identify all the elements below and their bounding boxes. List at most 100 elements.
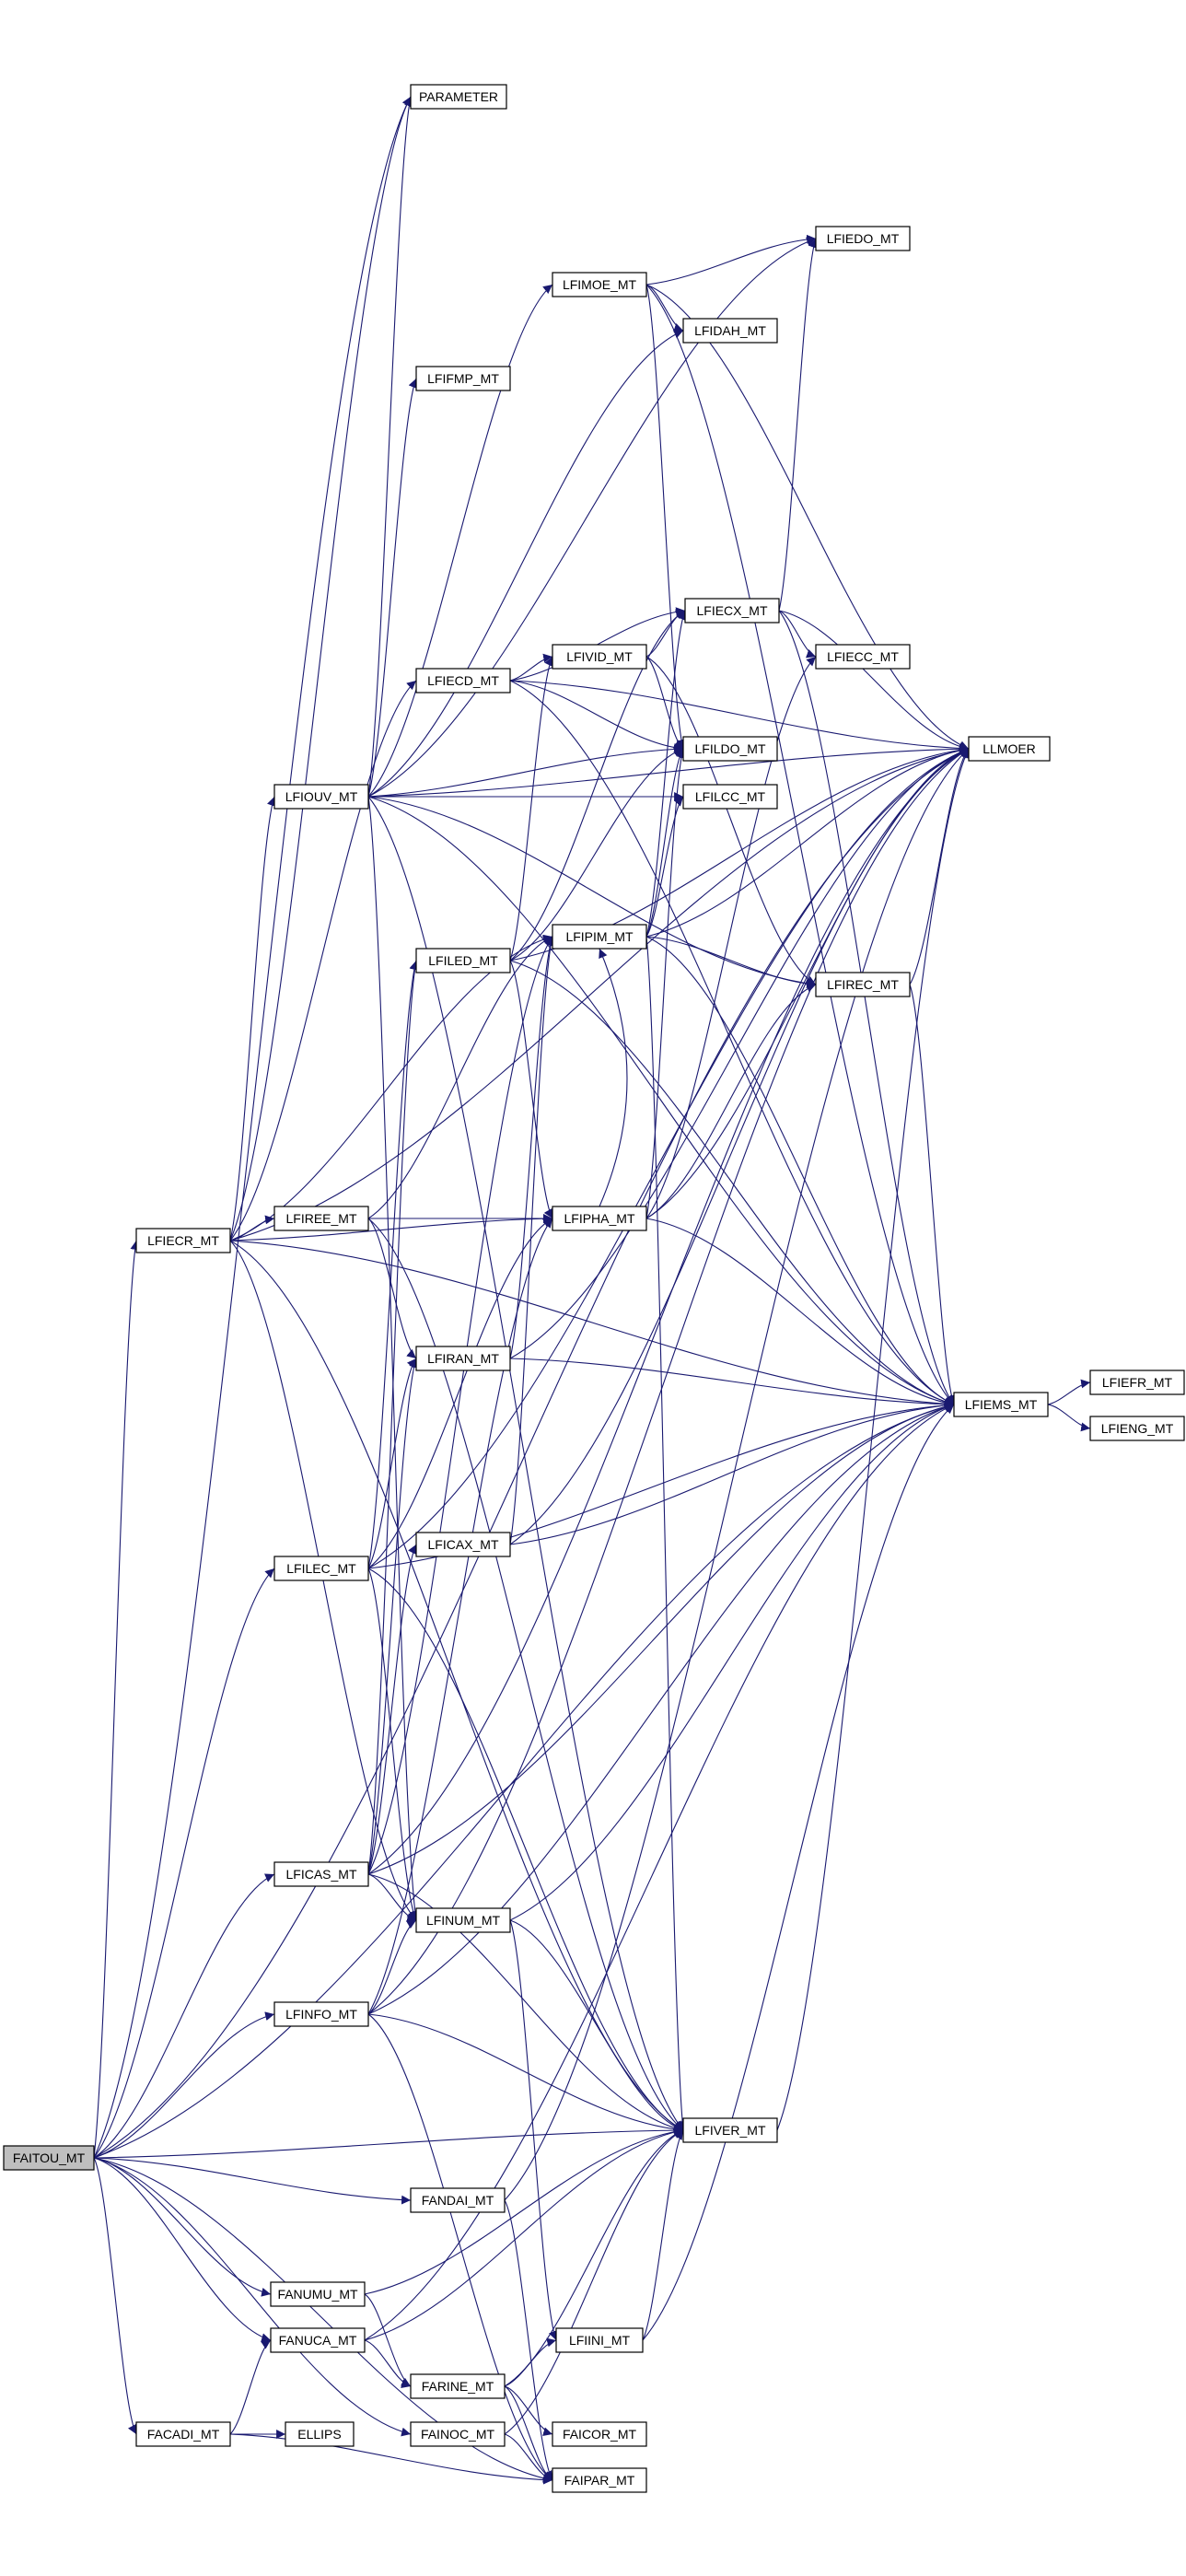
node-ellips[interactable]: ELLIPS	[285, 2421, 355, 2447]
node-lfiree-mt[interactable]: LFIREE_MT	[273, 1206, 369, 1231]
node-label: LFIECR_MT	[147, 1233, 219, 1248]
node-box	[415, 366, 511, 391]
node-lfifmp-mt[interactable]: LFIFMP_MT	[415, 366, 511, 391]
edge-lficas-mt-to-lfipim-mt	[367, 936, 553, 1875]
node-lfivid-mt[interactable]: LFIVID_MT	[552, 644, 647, 670]
node-label: LFIREC_MT	[827, 977, 899, 992]
node-lfiecc-mt[interactable]: LFIECC_MT	[815, 644, 911, 670]
node-faipar-mt[interactable]: FAIPAR_MT	[552, 2467, 647, 2493]
edge-lfipim-mt-to-lfiems-mt	[645, 936, 955, 1405]
node-box	[1089, 1416, 1185, 1441]
edge-lficas-mt-to-lfiled-mt	[367, 960, 420, 1875]
node-lfiecr-mt[interactable]: LFIECR_MT	[135, 1228, 231, 1253]
edge-lfinfo-mt-to-lfinum-mt	[367, 1919, 417, 2015]
node-lfiedo-mt[interactable]: LFIEDO_MT	[815, 226, 911, 251]
node-box	[270, 2281, 366, 2307]
node-lfieng-mt[interactable]: LFIENG_MT	[1089, 1416, 1185, 1441]
node-label: LFIECX_MT	[696, 603, 767, 618]
node-llmoer[interactable]: LLMOER	[968, 736, 1051, 762]
edge-lficax-mt-to-lfipim-mt	[509, 936, 555, 1545]
node-label: FANUMU_MT	[277, 2287, 358, 2302]
node-box	[3, 2145, 95, 2171]
node-lfiecd-mt[interactable]: LFIECD_MT	[415, 668, 511, 694]
node-lfiran-mt[interactable]: LFIRAN_MT	[415, 1346, 511, 1371]
node-label: FAIPAR_MT	[564, 2473, 635, 2488]
node-box	[415, 1907, 511, 1933]
edge-lfiecd-mt-to-lfivid-mt	[509, 653, 553, 682]
edge-faitou-mt-to-lfiems-mt	[93, 1402, 955, 2159]
node-box	[684, 598, 780, 624]
edge-farine-mt-to-faipar-mt	[504, 2385, 553, 2481]
node-label: FANDAI_MT	[422, 2193, 494, 2208]
node-lfidah-mt[interactable]: LFIDAH_MT	[682, 318, 778, 344]
edge-lfiver-mt-to-llmoer	[776, 748, 970, 2131]
edge-lfipim-mt-to-lfilcc-mt	[645, 796, 684, 938]
node-lfildo-mt[interactable]: LFILDO_MT	[682, 736, 778, 762]
edge-lfiouv-mt-to-lfifmp-mt	[367, 378, 417, 798]
edge-lfipim-mt-to-llmoer	[645, 745, 970, 938]
node-lfinum-mt[interactable]: LFINUM_MT	[415, 1907, 511, 1933]
node-lfiefr-mt[interactable]: LFIEFR_MT	[1089, 1370, 1185, 1395]
edge-lfiecr-mt-to-lfiems-mt	[229, 1240, 955, 1409]
edge-lficas-mt-to-lfiems-mt	[367, 1402, 955, 1875]
node-lfiver-mt[interactable]: LFIVER_MT	[682, 2117, 778, 2143]
edge-farine-mt-to-lfiver-mt	[504, 2129, 684, 2387]
edge-lfiouv-mt-to-lfimoe-mt	[367, 284, 553, 798]
node-box	[135, 1228, 231, 1253]
node-faicor-mt[interactable]: FAICOR_MT	[552, 2421, 647, 2447]
edge-lfiouv-mt-to-lfiedo-mt	[367, 237, 817, 798]
edge-lfimoe-mt-to-lfiems-mt	[645, 284, 955, 1405]
node-lfipha-mt[interactable]: LFIPHA_MT	[552, 1206, 647, 1231]
edge-lfimoe-mt-to-lfiedo-mt	[645, 234, 817, 286]
edge-lfiouv-mt-to-lfidah-mt	[367, 330, 684, 798]
node-box	[552, 2467, 647, 2493]
node-parameter[interactable]: PARAMETER	[410, 84, 507, 110]
node-label: LFILEC_MT	[286, 1561, 356, 1576]
node-label: LFIINI_MT	[569, 2333, 631, 2348]
node-lfiecx-mt[interactable]: LFIECX_MT	[684, 598, 780, 624]
node-box	[273, 1861, 369, 1887]
node-lfiouv-mt[interactable]: LFIOUV_MT	[273, 784, 369, 810]
node-lfiled-mt[interactable]: LFILED_MT	[415, 948, 511, 973]
node-label: LFIPHA_MT	[564, 1211, 634, 1226]
node-lfiini-mt[interactable]: LFIINI_MT	[555, 2327, 644, 2353]
edge-farine-mt-to-lfiini-mt	[504, 2337, 557, 2387]
node-box	[273, 1206, 369, 1231]
node-facadi-mt[interactable]: FACADI_MT	[135, 2421, 231, 2447]
edge-lfiecd-mt-to-lfiems-mt	[509, 680, 955, 1405]
edge-lfiouv-mt-to-lfirec-mt	[367, 796, 817, 988]
edge-farine-mt-to-faicor-mt	[504, 2385, 553, 2437]
node-lfilec-mt[interactable]: LFILEC_MT	[273, 1556, 369, 1581]
edge-facadi-mt-to-fanuca-mt	[229, 2339, 272, 2435]
node-fanuca-mt[interactable]: FANUCA_MT	[270, 2327, 366, 2353]
edge-faitou-mt-to-faipar-mt	[93, 2157, 553, 2483]
edge-fainoc-mt-to-lfiver-mt	[504, 2129, 684, 2435]
node-farine-mt[interactable]: FARINE_MT	[410, 2373, 506, 2399]
edge-lfivid-mt-to-lfildo-mt	[645, 656, 684, 750]
edge-lfiecr-mt-to-llmoer	[229, 746, 970, 1241]
node-lfimoe-mt[interactable]: LFIMOE_MT	[552, 272, 647, 297]
node-label: LFINFO_MT	[285, 2007, 357, 2022]
node-lfilcc-mt[interactable]: LFILCC_MT	[682, 784, 778, 810]
node-lfirec-mt[interactable]: LFIREC_MT	[815, 972, 911, 997]
node-box	[1089, 1370, 1185, 1395]
node-box	[285, 2421, 355, 2447]
edge-lfiled-mt-to-lfiems-mt	[509, 960, 955, 1407]
node-lficas-mt[interactable]: LFICAS_MT	[273, 1861, 369, 1887]
node-lficax-mt[interactable]: LFICAX_MT	[415, 1532, 511, 1557]
node-lfiems-mt[interactable]: LFIEMS_MT	[953, 1392, 1049, 1417]
node-fainoc-mt[interactable]: FAINOC_MT	[410, 2421, 506, 2447]
node-faitou-mt[interactable]: FAITOU_MT	[3, 2145, 95, 2171]
edge-lfinfo-mt-to-lfipha-mt	[367, 1218, 553, 2015]
node-fanumu-mt[interactable]: FANUMU_MT	[270, 2281, 366, 2307]
node-fandai-mt[interactable]: FANDAI_MT	[410, 2187, 506, 2213]
edge-lfinum-mt-to-lfiems-mt	[509, 1403, 955, 1921]
node-lfipim-mt[interactable]: LFIPIM_MT	[552, 924, 647, 950]
node-lfinfo-mt[interactable]: LFINFO_MT	[273, 2001, 369, 2027]
edge-lfiran-mt-to-llmoer	[509, 747, 970, 1359]
edge-lfiini-mt-to-lfiems-mt	[642, 1404, 955, 2341]
edge-lfipim-mt-to-lfirec-mt	[645, 936, 817, 989]
node-box	[552, 1206, 647, 1231]
edge-faitou-mt-to-llmoer	[93, 748, 970, 2159]
edge-lfiecx-mt-to-lfiedo-mt	[778, 238, 818, 612]
